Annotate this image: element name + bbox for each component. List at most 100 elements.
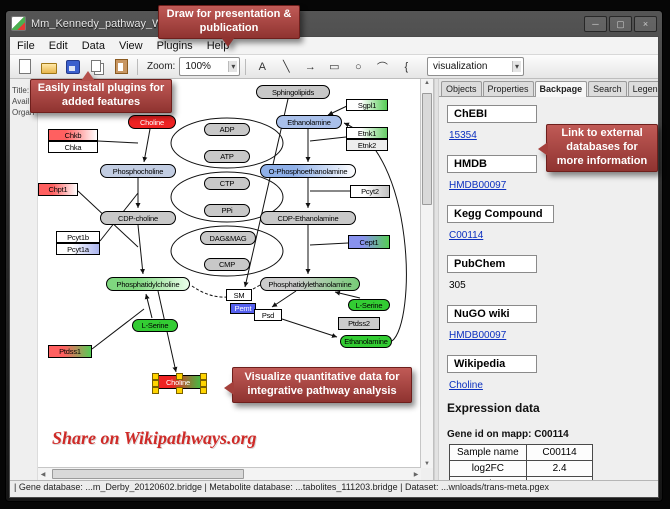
pathway-node-sphingolipids[interactable]: Sphingolipids (256, 85, 330, 99)
menu-plugins[interactable]: Plugins (156, 39, 193, 52)
copy-button[interactable] (86, 56, 108, 77)
menu-file[interactable]: File (17, 39, 35, 52)
canvas-vertical-scrollbar[interactable]: ▲ ▼ (420, 79, 433, 468)
pathway-node-cmp[interactable]: CMP (204, 258, 250, 271)
status-bar: | Gene database: ...m_Derby_20120602.bri… (10, 480, 658, 497)
close-button[interactable]: × (634, 15, 657, 32)
arc-tool-icon: ⌒ (376, 61, 388, 74)
panel-splitter[interactable] (434, 79, 439, 480)
pathway-node-cdp-choline[interactable]: CDP-choline (100, 211, 176, 225)
paste-button[interactable] (110, 56, 132, 77)
pathway-node-chpt1[interactable]: Chpt1 (38, 183, 78, 196)
pathway-node-chka[interactable]: Chka (48, 141, 98, 153)
backpage-db-link[interactable]: HMDB00097 (449, 180, 507, 191)
pathway-node-cdp-ethanolamine[interactable]: CDP-Ethanolamine (260, 211, 356, 225)
pathway-node-ptdss1[interactable]: Ptdss1 (48, 345, 92, 358)
pathway-node-etnk1[interactable]: Etnk1 (346, 127, 388, 139)
toolbar-separator (137, 58, 138, 75)
zoom-select[interactable]: 100% ▾ (179, 57, 241, 76)
selection-handle[interactable] (152, 373, 159, 380)
open-folder-button[interactable] (38, 56, 60, 77)
selection-handle[interactable] (200, 380, 207, 387)
title-bar[interactable]: Mm_Kennedy_pathway_WP1771_45176.gpml ─ ▢… (9, 11, 659, 36)
pathway-node-psd[interactable]: Psd (254, 309, 282, 321)
callout-external-databases: Link to external databases for more info… (538, 124, 658, 172)
pathway-node-adp[interactable]: ADP (204, 123, 250, 136)
pathway-node-pcyt2[interactable]: Pcyt2 (350, 185, 390, 198)
backpage-db-link[interactable]: C00114 (449, 230, 484, 241)
scroll-down-icon[interactable]: ▼ (424, 461, 430, 467)
pathway-node-choline[interactable]: Choline (152, 373, 207, 394)
pathway-node-o-phosphoethanolamine[interactable]: O-Phosphoethanolamine (260, 164, 356, 178)
new-file-button[interactable] (14, 56, 36, 77)
pathway-node-l-serine[interactable]: L-Serine (348, 299, 390, 311)
oval-tool-button[interactable]: ○ (347, 56, 369, 77)
selection-handle[interactable] (152, 380, 159, 387)
backpage-db-link[interactable]: HMDB00097 (449, 330, 507, 341)
pathway-node-ethanolamine[interactable]: Ethanolamine (340, 335, 392, 348)
menu-view[interactable]: View (118, 39, 143, 52)
pathway-node-ethanolamine[interactable]: Ethanolamine (276, 115, 342, 129)
horizontal-scroll-thumb[interactable] (52, 469, 244, 479)
pathway-node-chkb[interactable]: Chkb (48, 129, 98, 141)
visualization-select[interactable]: visualization ▾ (427, 57, 524, 76)
pathway-node-sgpl1[interactable]: Sgpl1 (346, 99, 388, 111)
vertical-scroll-thumb[interactable] (422, 93, 432, 205)
expression-table-cell: log2FC (449, 460, 527, 477)
backpage-db-link[interactable]: Choline (449, 380, 483, 391)
rect-tool-button[interactable]: ▭ (323, 56, 345, 77)
pathway-node-cept1[interactable]: Cept1 (348, 235, 390, 249)
arc-tool-button[interactable]: ⌒ (371, 56, 393, 77)
menu-edit[interactable]: Edit (48, 39, 68, 52)
label-tool-button[interactable]: A (251, 56, 273, 77)
arrow-tool-button[interactable]: → (299, 56, 321, 77)
pathway-node-choline[interactable]: Choline (128, 115, 176, 129)
chevron-down-icon: ▾ (228, 61, 238, 72)
pathway-node-etnk2[interactable]: Etnk2 (346, 139, 388, 151)
selection-handle[interactable] (200, 387, 207, 394)
backpage-db-header: PubChem (447, 255, 537, 273)
pathway-node-sm[interactable]: SM (226, 289, 252, 301)
pathway-node-pcyt1b[interactable]: Pcyt1b (56, 231, 100, 243)
rect-tool-icon: ▭ (329, 61, 340, 73)
left-properties-strip: Title: Avail Organ (10, 79, 38, 480)
maximize-button[interactable]: ▢ (609, 15, 632, 32)
minimize-button[interactable]: ─ (584, 15, 607, 32)
save-button[interactable] (62, 56, 84, 77)
pathway-node-pemt[interactable]: Pemt (230, 303, 256, 314)
pathway-node-atp[interactable]: ATP (204, 150, 250, 163)
tab-search[interactable]: Search (588, 81, 627, 96)
pathway-node-dag-mag[interactable]: DAG&MAG (200, 231, 256, 245)
menu-data[interactable]: Data (81, 39, 105, 52)
pathway-node-ptdss2[interactable]: Ptdss2 (338, 317, 380, 330)
scrollbar-corner (421, 468, 433, 480)
canvas-horizontal-scrollbar[interactable]: ◀ ▶ (38, 467, 421, 480)
pathway-node-phosphatidylcholine[interactable]: Phosphatidylcholine (106, 277, 190, 291)
scroll-left-icon[interactable]: ◀ (40, 472, 46, 478)
selection-handle[interactable] (176, 387, 183, 394)
pathway-node-ppi[interactable]: PPi (204, 204, 250, 217)
scroll-right-icon[interactable]: ▶ (413, 472, 419, 478)
pathway-node-l-serine[interactable]: L-Serine (132, 319, 178, 332)
selection-handle[interactable] (200, 373, 207, 380)
selection-handle[interactable] (152, 387, 159, 394)
pathway-node-phosphatidylethanolamine[interactable]: Phosphatidylethanolamine (260, 277, 360, 291)
pathway-node-pcyt1a[interactable]: Pcyt1a (56, 243, 100, 255)
brace-tool-button[interactable]: { (395, 56, 417, 77)
tab-objects[interactable]: Objects (441, 81, 482, 96)
scroll-up-icon[interactable]: ▲ (424, 80, 430, 86)
pathway-node-ctp[interactable]: CTP (204, 177, 250, 190)
tab-backpage[interactable]: Backpage (534, 81, 588, 97)
selection-handle[interactable] (176, 373, 183, 380)
pathvisio-window: Mm_Kennedy_pathway_WP1771_45176.gpml ─ ▢… (5, 10, 663, 502)
backpage-db-link[interactable]: 15354 (449, 130, 477, 141)
line-tool-button[interactable]: ╲ (275, 56, 297, 77)
expression-table: Sample nameC00114log2FC2.4pvalue7.80252E… (449, 444, 594, 480)
tab-properties[interactable]: Properties (482, 81, 534, 96)
tab-legend[interactable]: Legend (627, 81, 658, 96)
pathway-node-phosphocholine[interactable]: Phosphocholine (100, 164, 176, 178)
